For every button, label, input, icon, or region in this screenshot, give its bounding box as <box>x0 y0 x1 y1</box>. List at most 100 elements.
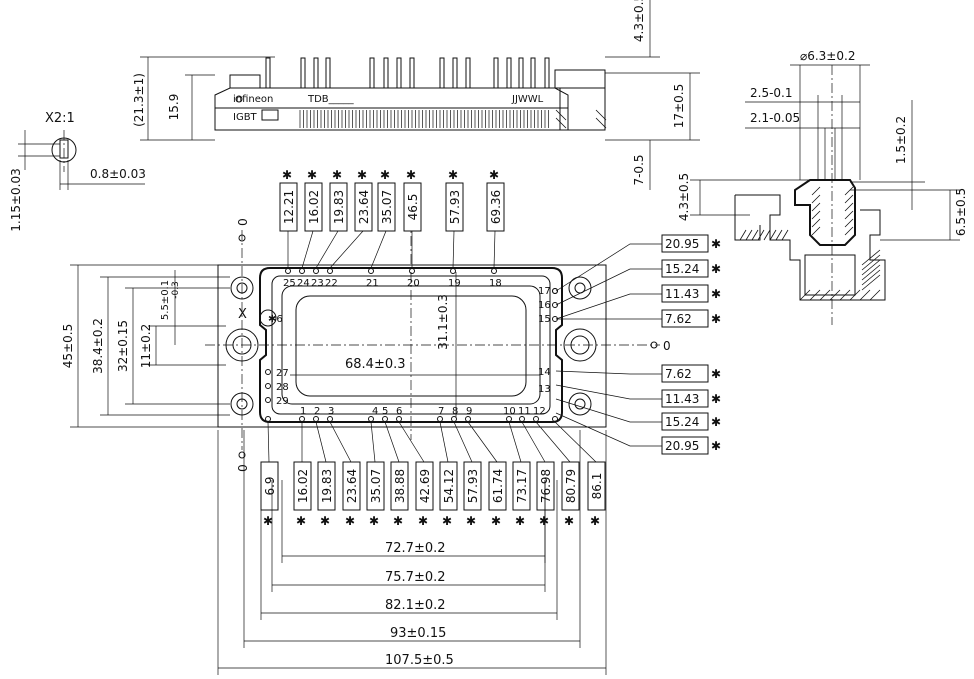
star-mark: ✱ <box>393 514 403 528</box>
right-pin-value: 11.43 <box>665 392 699 406</box>
bottom-pin-number: 7 <box>438 406 444 417</box>
star-mark: ✱ <box>332 168 342 182</box>
pin-27: 27 <box>276 368 289 379</box>
pin-marker <box>299 268 305 274</box>
pin-marker <box>265 416 271 422</box>
pin-marker <box>506 416 512 422</box>
bottom-pin-box <box>342 461 361 511</box>
top-pin-number: 18 <box>489 278 502 289</box>
dim-107-5: 107.5±0.5 <box>385 653 454 668</box>
pin-marker <box>465 416 471 422</box>
star-mark: ✱ <box>711 392 721 406</box>
top-pin-number: 24 <box>297 278 310 289</box>
dim-1-15: 1.15±0.03 <box>9 168 23 232</box>
right-pin-box <box>661 412 709 431</box>
bottom-pin-box <box>463 461 482 511</box>
top-pin-box <box>279 182 298 232</box>
right-pin-value: 7.62 <box>665 312 692 326</box>
side-pin <box>439 57 445 89</box>
dim-2-5: 2.5-0.1 <box>750 86 793 100</box>
pin-marker <box>368 416 374 422</box>
side-pin <box>518 57 524 89</box>
star-mark: ✱ <box>711 237 721 251</box>
pin-marker <box>491 268 497 274</box>
mount-hole-tl <box>230 276 254 300</box>
bottom-pin-value: 80.79 <box>564 469 578 503</box>
dim-6-5: 6.5±0.5 <box>954 188 968 236</box>
bottom-pin-box <box>366 461 385 511</box>
star-mark: ✱ <box>263 514 273 528</box>
right-pin-value: 20.95 <box>665 439 699 453</box>
bottom-pin-number: 4 <box>372 406 378 417</box>
pin-marker <box>313 416 319 422</box>
side-view: infineon IGBT TDB_____ JJWWL (21.3±1) 15… <box>132 0 700 190</box>
star-mark: ✱ <box>491 514 501 528</box>
star-mark: ✱ <box>711 439 721 453</box>
bottom-pin-number: 2 <box>314 406 320 417</box>
right-pin-value: 20.95 <box>665 237 699 251</box>
right-pin-value: 15.24 <box>665 415 699 429</box>
pin-29: 29 <box>276 396 289 407</box>
dim-75-7: 75.7±0.2 <box>385 570 446 585</box>
dim-4-3-top: 4.3±0.5 <box>632 0 646 42</box>
screw-hole-left <box>225 328 259 362</box>
star-mark: ✱ <box>380 168 390 182</box>
side-pin <box>325 57 331 89</box>
dim-38-4: 38.4±0.2 <box>91 318 105 374</box>
star-mark: ✱ <box>711 312 721 326</box>
dim-68-4: 68.4±0.3 <box>345 357 406 372</box>
star-mark: ✱ <box>296 514 306 528</box>
star-mark: ✱ <box>489 168 499 182</box>
star-mark: ✱ <box>711 287 721 301</box>
top-pin-value: 46.5 <box>406 194 420 221</box>
top-pin-box <box>354 182 373 232</box>
bottom-pin-value: 54.12 <box>442 469 456 503</box>
section-detail: ⌀6.3±0.2 2.5-0.1 2.1-0.05 1.5±0.2 6.5±0.… <box>677 49 968 325</box>
dim-4-3: 4.3±0.5 <box>677 173 691 221</box>
dim-17: 17±0.5 <box>672 84 686 128</box>
dim-45: 45±0.5 <box>61 324 75 368</box>
bottom-pin-number: 6 <box>396 406 402 417</box>
bottom-pin-number: 11 <box>518 406 531 417</box>
bottom-pin-number: 1 <box>300 406 306 417</box>
bottom-pin-box <box>317 461 336 511</box>
pin-marker <box>552 302 558 308</box>
pin-marker <box>437 416 443 422</box>
top-pin-box <box>486 182 505 232</box>
star-mark: ✱ <box>307 168 317 182</box>
right-pin-box <box>661 259 709 278</box>
dim-1-5: 1.5±0.2 <box>894 116 908 164</box>
top-pin-value: 12.21 <box>282 190 296 224</box>
top-pin-number: 25 <box>283 278 296 289</box>
bottom-pin-value: 86.1 <box>590 473 604 500</box>
bottom-pin-value: 6.9 <box>263 476 277 495</box>
dim-21-3: (21.3±1) <box>132 73 146 127</box>
star-mark: ✱ <box>466 514 476 528</box>
dim-5-5-tol: -0.3 <box>171 281 181 299</box>
right-pin-number: 17 <box>538 286 551 297</box>
top-pin-value: 16.02 <box>307 190 321 224</box>
pin-marker <box>327 416 333 422</box>
top-pin-value: 23.64 <box>357 190 371 224</box>
zero-top: 0 <box>236 218 250 226</box>
bottom-pin-value: 42.69 <box>418 469 432 503</box>
side-pin <box>369 57 375 89</box>
pin-marker <box>313 268 319 274</box>
pin-marker <box>382 416 388 422</box>
dim-11: 11±0.2 <box>139 324 153 368</box>
bottom-pin-value: 57.93 <box>466 469 480 503</box>
mount-hole-bl <box>230 392 254 416</box>
jjwwl-label: JJWWL <box>511 94 544 105</box>
bottom-pin-number: 9 <box>466 406 472 417</box>
bottom-pin-value: 76.98 <box>539 469 553 503</box>
right-pin-box <box>661 234 709 253</box>
star-mark: ✱ <box>590 514 600 528</box>
star-mark: ✱ <box>345 514 355 528</box>
bottom-pin-box <box>488 461 507 511</box>
side-pin <box>506 57 512 89</box>
side-pin <box>465 57 471 89</box>
pin-marker <box>552 288 558 294</box>
side-pin <box>383 57 389 89</box>
bottom-pin-box <box>439 461 458 511</box>
